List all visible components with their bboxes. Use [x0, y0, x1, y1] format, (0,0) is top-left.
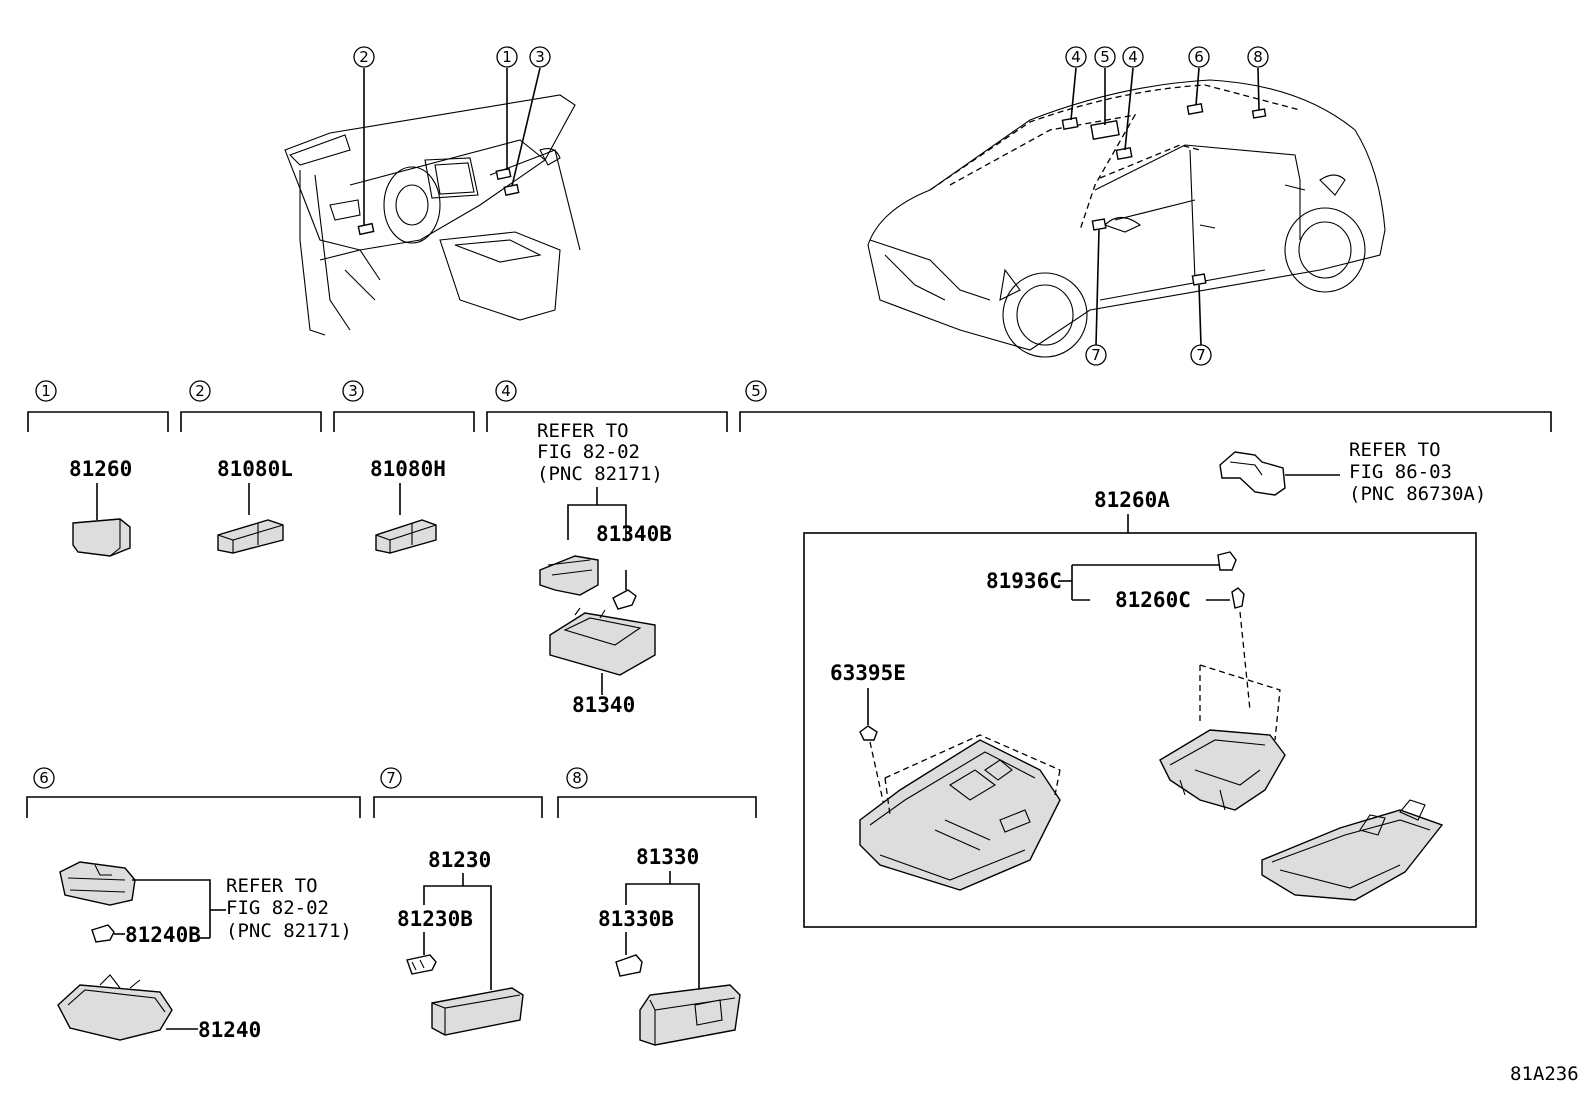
section-1-marker: 1	[41, 382, 51, 400]
assembly-81260A-box	[803, 532, 1477, 928]
section-3: 81080H	[370, 457, 446, 554]
car-illustration	[867, 67, 1386, 358]
section-6-ref-line2: FIG 82-02	[226, 897, 329, 919]
section-6-ref-line1: REFER TO	[226, 875, 318, 897]
section-4-ref-line1: REFER TO	[537, 420, 629, 442]
section-5-marker: 5	[751, 382, 761, 400]
section-4-marker: 4	[501, 382, 511, 400]
section-brackets: 1 2 3 4 5 6 7 8	[26, 380, 1552, 818]
callout-1: 1	[502, 48, 512, 66]
part-81240B-label: 81240B	[125, 923, 201, 947]
section-8-marker: 8	[572, 769, 582, 787]
part-81936C-label: 81936C	[986, 569, 1062, 593]
section-4-ref-line3: (PNC 82171)	[537, 463, 663, 485]
callout-2: 2	[359, 48, 369, 66]
part-81260C-label: 81260C	[1115, 588, 1191, 612]
section-6: REFER TO FIG 82-02 (PNC 82171) 81240B 81…	[57, 861, 352, 1042]
dashboard-illustration	[284, 67, 581, 336]
part-81340B-label: 81340B	[596, 522, 672, 546]
callout-8: 8	[1253, 48, 1263, 66]
part-81340-label: 81340	[572, 693, 635, 717]
callout-4a: 4	[1071, 48, 1081, 66]
section-5-ref-line2: FIG 86-03	[1349, 461, 1452, 483]
part-81080L-label: 81080L	[217, 457, 293, 481]
part-81230B-label: 81230B	[397, 907, 473, 931]
callout-7b: 7	[1196, 346, 1206, 364]
top-left-callouts: 2 1 3	[353, 46, 551, 68]
part-81230-label: 81230	[428, 848, 491, 872]
car-callouts: 4 5 4 6 8 7 7	[1065, 46, 1269, 366]
section-6-marker: 6	[39, 769, 49, 787]
section-3-marker: 3	[348, 382, 358, 400]
callout-3: 3	[535, 48, 545, 66]
section-8: 81330 81330B	[598, 845, 741, 1046]
section-7-marker: 7	[386, 769, 396, 787]
callout-4b: 4	[1128, 48, 1138, 66]
part-81330B-label: 81330B	[598, 907, 674, 931]
part-81260-label: 81260	[69, 457, 132, 481]
callout-7a: 7	[1091, 346, 1101, 364]
part-63395E-label: 63395E	[830, 661, 906, 685]
section-6-ref-line3: (PNC 82171)	[226, 920, 352, 942]
section-4: REFER TO FIG 82-02 (PNC 82171) 81340B 81…	[537, 420, 672, 717]
part-81080H-label: 81080H	[370, 457, 446, 481]
section-5: REFER TO FIG 86-03 (PNC 86730A) 81260A 8…	[803, 439, 1486, 928]
part-81260A-label: 81260A	[1094, 488, 1170, 512]
callout-6: 6	[1194, 48, 1204, 66]
section-5-ref-line1: REFER TO	[1349, 439, 1441, 461]
section-4-ref-line2: FIG 82-02	[537, 441, 640, 463]
part-81240-label: 81240	[198, 1018, 261, 1042]
section-1: 81260	[69, 457, 132, 557]
section-2-marker: 2	[195, 382, 205, 400]
section-5-ref-line3: (PNC 86730A)	[1349, 483, 1486, 505]
callout-5: 5	[1100, 48, 1110, 66]
section-2: 81080L	[217, 457, 293, 554]
section-7: 81230 81230B	[397, 848, 524, 1036]
figure-id: 81A236	[1510, 1063, 1579, 1085]
part-81330-label: 81330	[636, 845, 699, 869]
